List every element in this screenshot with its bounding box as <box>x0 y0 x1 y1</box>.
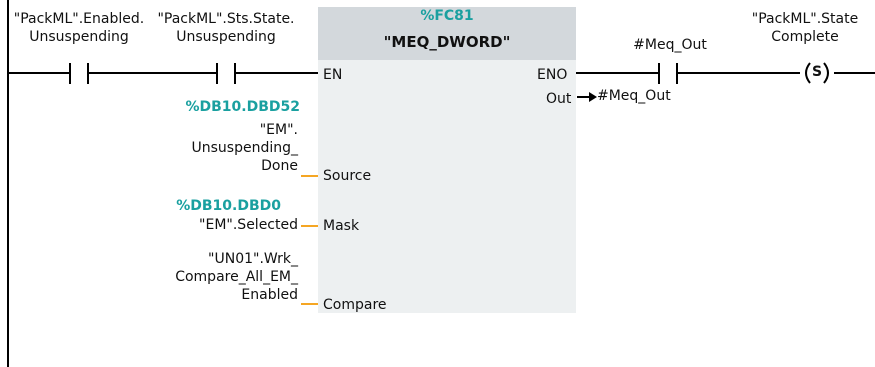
pin-out[interactable]: Out <box>546 91 572 107</box>
arrow-right-icon <box>589 92 597 102</box>
out-tag: #Meq_Out <box>597 88 671 104</box>
source-tag-line3: Done <box>261 158 298 174</box>
contact-right-bar <box>87 63 89 84</box>
pin-eno[interactable]: ENO <box>537 67 568 83</box>
source-wire <box>301 175 318 177</box>
coil-tag: "PackML".State Complete <box>740 10 870 46</box>
source-address: %DB10.DBD52 <box>185 99 300 115</box>
pin-en[interactable]: EN <box>323 67 343 83</box>
mask-wire <box>301 225 318 227</box>
coil-tag-line1: "PackML".State <box>751 11 859 27</box>
rung-wire-1 <box>9 72 69 74</box>
compare-tag-line3: Enabled <box>241 287 298 303</box>
coil-type-label: S <box>811 64 823 80</box>
contact-right-bar <box>676 63 678 84</box>
mask-address: %DB10.DBD0 <box>176 198 281 214</box>
contact-left-bar <box>216 63 218 84</box>
compare-wire <box>301 303 318 305</box>
rung-wire-4 <box>576 72 658 74</box>
pin-compare[interactable]: Compare <box>323 297 387 313</box>
source-tag-line2: Unsuspending_ <box>191 140 299 156</box>
contact-2-tag: "PackML".Sts.State. Unsuspending <box>150 10 302 46</box>
coil-symbol-icon <box>805 62 829 84</box>
source-tag-line1: "EM". <box>259 122 298 138</box>
contact-2-tag-line1: "PackML".Sts.State. <box>157 11 295 27</box>
contact-left-bar <box>658 63 660 84</box>
block-name: "MEQ_DWORD" <box>383 33 511 51</box>
rung-wire-6 <box>834 72 875 74</box>
contact-2-tag-line2: Unsuspending <box>176 29 276 45</box>
coil-tag-line2: Complete <box>771 29 839 45</box>
contact-1-tag-line1: "PackML".Enabled. <box>13 11 145 27</box>
contact-left-bar <box>69 63 71 84</box>
contact-1-tag: "PackML".Enabled. Unsuspending <box>4 10 154 46</box>
block-address: %FC81 <box>420 8 474 24</box>
mask-tag: "EM".Selected <box>199 217 298 233</box>
contact-1-tag-line2: Unsuspending <box>29 29 129 45</box>
compare-tag-line2: Compare_All_EM_ <box>175 269 298 285</box>
pin-mask[interactable]: Mask <box>323 218 360 234</box>
out-wire <box>577 96 591 98</box>
contact-right-bar <box>234 63 236 84</box>
power-rail <box>7 0 9 367</box>
contact-3-tag: #Meq_Out <box>633 37 707 53</box>
compare-tag-line1: "UN01".Wrk_ <box>208 251 298 267</box>
pin-source[interactable]: Source <box>323 168 372 184</box>
compare-tag: "UN01".Wrk_ Compare_All_EM_ Enabled <box>130 250 298 304</box>
rung-wire-3 <box>236 72 318 74</box>
rung-wire-5 <box>678 72 800 74</box>
source-tag: "EM". Unsuspending_ Done <box>130 121 299 175</box>
rung-wire-2 <box>89 72 216 74</box>
block-header <box>318 7 576 60</box>
